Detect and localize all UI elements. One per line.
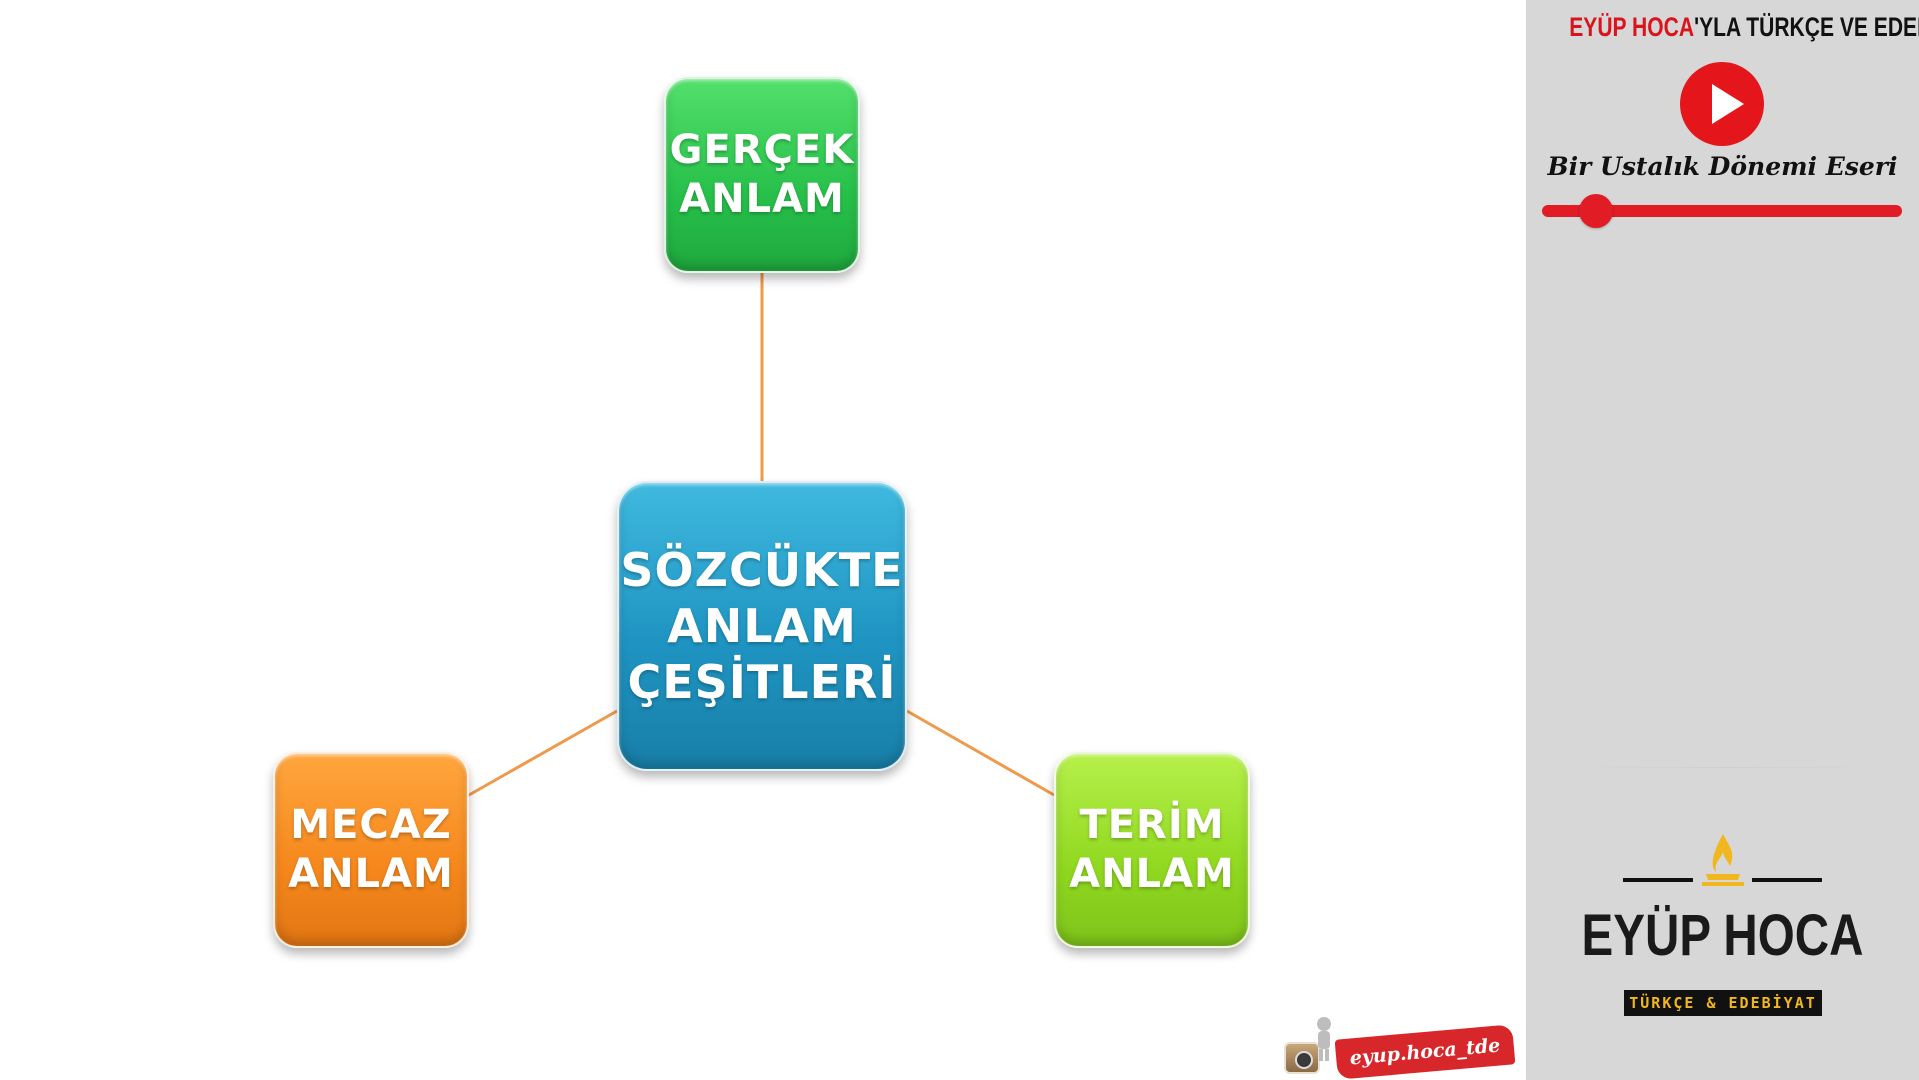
connector-right: [906, 709, 1055, 797]
progress-bar[interactable]: [1542, 194, 1902, 228]
instagram-handle[interactable]: eyup.hoca_tde: [1334, 1024, 1516, 1080]
top-node-gercek-anlam: GERÇEK ANLAM: [664, 77, 860, 273]
divider: [1566, 767, 1886, 768]
top-node-label: GERÇEK ANLAM: [669, 127, 855, 222]
channel-side-panel: EYÜP HOCA'YLA TÜRKÇE VE EDEBİYAT Bir Ust…: [1526, 0, 1919, 1080]
progress-thumb[interactable]: [1579, 194, 1613, 228]
center-node: SÖZCÜKTE ANLAM ÇEŞİTLERİ: [617, 481, 907, 771]
channel-logo: EYÜP HOCA TÜRKÇE & EDEBİYAT: [1526, 830, 1919, 1030]
play-button[interactable]: [1680, 62, 1764, 146]
play-icon: [1712, 84, 1744, 124]
instagram-badge[interactable]: eyup.hoca_tde: [1284, 1012, 1516, 1080]
mascot-icon: [1317, 1017, 1331, 1061]
right-node-label: TERİM ANLAM: [1069, 802, 1235, 897]
channel-title: EYÜP HOCA'YLA TÜRKÇE VE EDEBİYAT: [1569, 12, 1919, 43]
right-node-terim-anlam: TERİM ANLAM: [1054, 752, 1250, 948]
logo-rule-left: [1623, 878, 1693, 882]
channel-title-red: EYÜP HOCA: [1569, 12, 1695, 42]
center-node-label: SÖZCÜKTE ANLAM ÇEŞİTLERİ: [620, 542, 904, 710]
left-node-label: MECAZ ANLAM: [288, 802, 454, 897]
connector-left: [468, 709, 618, 797]
channel-title-dark: 'YLA TÜRKÇE VE EDEBİYAT: [1694, 12, 1919, 42]
logo-name: EYÜP HOCA: [1581, 903, 1864, 968]
flame-icon: [1702, 834, 1744, 886]
instagram-camera-icon: [1284, 1042, 1320, 1074]
left-node-mecaz-anlam: MECAZ ANLAM: [273, 752, 469, 948]
logo-subtitle: TÜRKÇE & EDEBİYAT: [1624, 990, 1822, 1016]
logo-rule-right: [1752, 878, 1822, 882]
tagline: Bir Ustalık Dönemi Eseri: [1547, 152, 1898, 181]
